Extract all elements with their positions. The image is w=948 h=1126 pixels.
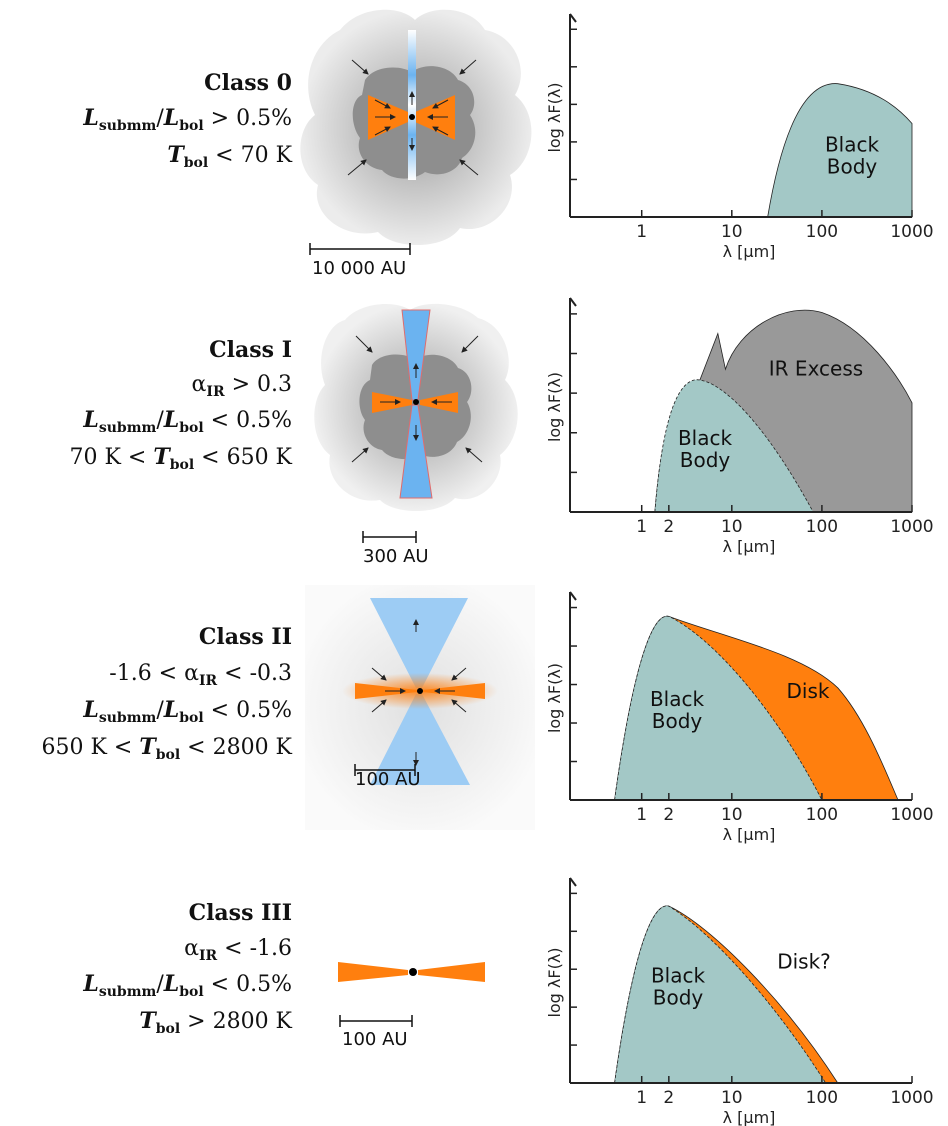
class1-protostar <box>413 399 419 405</box>
class3-criterion-lum: Lsubmm/Lbol < 0.5% <box>82 971 292 1000</box>
sed0-x-tick-label: 100 <box>806 222 838 242</box>
class1-disk <box>372 392 458 413</box>
class1-criterion-tbol: 70 K < Tbol < 650 K <box>69 444 292 473</box>
sed3-x-tick-label: 1000 <box>890 1088 933 1108</box>
sed0-blackbody-region <box>767 83 913 218</box>
class2-criterion-alpha: -1.6 < αIR < -0.3 <box>109 661 292 689</box>
sed3-y-axis-label: log λF(λ) <box>545 947 564 1017</box>
class3-disk <box>338 962 485 982</box>
class2-criterion-tbol: 650 K < Tbol < 2800 K <box>41 734 292 763</box>
sed1-region-label-1: IR Excess <box>769 357 863 381</box>
class3-scale-label: 100 AU <box>342 1029 408 1050</box>
class0-scale-bar: 10 000 AU <box>309 243 411 279</box>
class1-criterion-alpha: αIR > 0.3 <box>192 372 292 400</box>
sed2-region-label-1: Disk <box>787 679 830 703</box>
class0-illustration: 10 000 AU <box>300 9 532 279</box>
class1-illustration: 300 AU <box>314 303 518 567</box>
class0-criterion-tbol: Tbol < 70 K <box>167 142 292 171</box>
sed2-x-axis-label: λ [μm] <box>723 825 776 844</box>
sed1-x-tick-label: 1000 <box>890 517 933 537</box>
class3-star <box>409 968 417 976</box>
sed2-x-tick-label: 100 <box>806 805 838 825</box>
class1-scale-label: 300 AU <box>363 546 429 567</box>
class1-infall-arrows <box>351 335 483 463</box>
class0-title: Class 0 <box>204 70 292 96</box>
class0-criterion-lum: Lsubmm/Lbol > 0.5% <box>82 105 292 134</box>
class2-title: Class II <box>199 624 292 650</box>
sed1-x-axis-label: λ [μm] <box>723 537 776 556</box>
sed3-region-label-1: Disk? <box>777 949 831 973</box>
sed2-y-axis-label: log λF(λ) <box>545 663 564 733</box>
sed3-x-tick-label: 2 <box>663 1088 674 1108</box>
sed1-x-tick-label: 10 <box>721 517 743 537</box>
class2-outflow-cavity <box>370 598 470 785</box>
sed3-x-axis-label: λ [μm] <box>723 1108 776 1126</box>
sed0-x-tick-label: 10 <box>721 222 743 242</box>
sed2-blackbody-region <box>614 615 823 801</box>
sed2-x-tick-label: 1000 <box>890 805 933 825</box>
sed0-x-tick-label: 1 <box>636 222 647 242</box>
sed3-y-axis-hook <box>569 877 577 887</box>
sed0-y-axis-label: log λF(λ) <box>545 82 564 152</box>
sed1-y-axis-hook <box>569 297 577 307</box>
class0-protostar <box>409 114 415 120</box>
sed2-x-tick-label: 1 <box>636 805 647 825</box>
class-label-column: Class 0 Lsubmm/Lbol > 0.5% Tbol < 70 K C… <box>41 70 292 1037</box>
class1-title: Class I <box>209 337 292 363</box>
class2-criterion-lum: Lsubmm/Lbol < 0.5% <box>82 697 292 726</box>
class3-illustration: 100 AU <box>338 962 485 1050</box>
class2-scale-label: 100 AU <box>355 769 421 790</box>
sed1-x-tick-label: 1 <box>636 517 647 537</box>
sed2-x-tick-label: 2 <box>663 805 674 825</box>
class2-protostar <box>417 688 423 694</box>
class0-infall-arrows <box>347 59 479 176</box>
sed2-y-axis-hook <box>569 591 577 601</box>
class2-disk <box>355 683 485 699</box>
sed1-y-axis-label: log λF(λ) <box>545 372 564 442</box>
class3-title: Class III <box>189 900 292 926</box>
sed1-blackbody-region <box>654 379 814 513</box>
sed3-blackbody-region <box>614 905 827 1084</box>
sed3-x-tick-label: 10 <box>721 1088 743 1108</box>
class3-criterion-tbol: Tbol > 2800 K <box>139 1008 292 1037</box>
class0-scale-label: 10 000 AU <box>312 258 406 279</box>
sed2-x-tick-label: 10 <box>721 805 743 825</box>
sed0-x-tick-label: 1000 <box>890 222 933 242</box>
class1-criterion-lum: Lsubmm/Lbol < 0.5% <box>82 407 292 436</box>
sed3-x-tick-label: 100 <box>806 1088 838 1108</box>
sed0-y-axis-hook <box>569 13 577 23</box>
sed1-x-tick-label: 2 <box>663 517 674 537</box>
sed0-x-axis-label: λ [μm] <box>723 242 776 261</box>
class2-scale-bar: 100 AU <box>354 764 421 790</box>
sed3-x-tick-label: 1 <box>636 1088 647 1108</box>
class2-illustration: 100 AU <box>305 585 535 830</box>
sed1-x-tick-label: 100 <box>806 517 838 537</box>
class3-scale-bar: 100 AU <box>339 1015 413 1050</box>
class1-scale-bar: 300 AU <box>362 531 429 567</box>
class3-criterion-alpha: αIR < -1.6 <box>184 936 292 964</box>
class2-infall-arrows <box>371 619 467 766</box>
